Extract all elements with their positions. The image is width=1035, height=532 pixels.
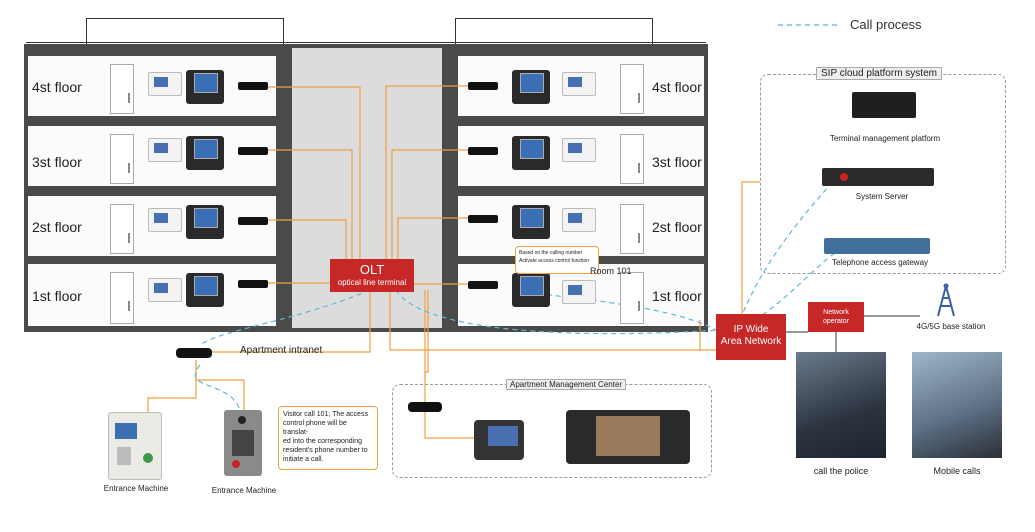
ip-phone-icon xyxy=(186,70,224,104)
floor-label-right-3: 3st floor xyxy=(652,154,702,170)
indoor-monitor-icon xyxy=(148,72,182,96)
olt-box: OLT optical line terminal xyxy=(330,259,414,292)
entrance-machine-right xyxy=(224,410,262,476)
entrance-caption-left: Entrance Machine xyxy=(103,484,169,493)
router-icon xyxy=(238,147,268,155)
entrance-keypad-icon xyxy=(117,447,131,465)
legend-call-process: Call process xyxy=(850,17,922,32)
gateway-label: Telephone access gateway xyxy=(831,258,929,267)
visitor-note-line-3: ed into the corresponding xyxy=(283,438,362,445)
intranet-label: Apartment intranet xyxy=(240,345,323,356)
router-icon xyxy=(468,147,498,155)
building-roof-left xyxy=(86,18,284,49)
entrance-screen-icon xyxy=(115,423,137,439)
base-station-icon xyxy=(934,282,958,318)
ip-phone-icon xyxy=(186,136,224,170)
camera-icon xyxy=(238,416,246,424)
system-server-label: System Server xyxy=(855,192,909,201)
router-icon xyxy=(238,82,268,90)
sip-cloud-title: SIP cloud platform system xyxy=(816,67,942,80)
router-icon xyxy=(238,217,268,225)
ip-phone-icon xyxy=(512,136,550,170)
door-icon xyxy=(620,134,644,184)
door-icon xyxy=(620,272,644,324)
door-icon xyxy=(110,134,134,184)
door-icon xyxy=(110,204,134,254)
indoor-monitor-icon xyxy=(562,208,596,232)
tooltip-line-1: Based on the calling number xyxy=(519,250,583,256)
entrance-machine-left xyxy=(108,412,162,480)
building-roof-right xyxy=(455,18,653,49)
network-operator-box: Network operator xyxy=(808,302,864,332)
tooltip-line-2: Activate access control function xyxy=(519,258,590,264)
desk-phone-icon xyxy=(474,420,524,460)
indoor-monitor-icon xyxy=(148,208,182,232)
floor-label-left-3: 3st floor xyxy=(32,154,82,170)
floor-label-left-2: 2st floor xyxy=(32,219,82,235)
operator-line-2: operator xyxy=(822,318,850,325)
router-icon xyxy=(468,281,498,289)
keypad-icon xyxy=(232,430,254,456)
router-icon xyxy=(468,215,498,223)
rack-server-icon xyxy=(822,168,934,186)
door-icon xyxy=(110,272,134,324)
router-icon xyxy=(238,280,268,288)
indoor-monitor-icon xyxy=(562,280,596,304)
ip-phone-icon xyxy=(512,205,550,239)
operator-line-1: Network xyxy=(823,309,849,316)
indoor-monitor-icon xyxy=(562,72,596,96)
door-icon xyxy=(620,204,644,254)
visitor-note-line-4: resident's phone number to xyxy=(283,447,368,454)
floor-label-left-1: 1st floor xyxy=(32,288,82,304)
building-roof-beam xyxy=(26,42,706,43)
indoor-monitor-icon xyxy=(562,138,596,162)
mobile-label: Mobile calls xyxy=(933,466,981,476)
terminal-mgmt-label: Terminal management platform xyxy=(829,134,941,143)
ip-wan-line-2: Area Network xyxy=(720,336,782,347)
server-tower-icon xyxy=(852,92,916,118)
ip-phone-icon xyxy=(186,205,224,239)
visitor-note-line-1: Visitor call 101; The access xyxy=(283,411,368,418)
mgmt-switch-icon xyxy=(408,402,442,412)
ip-phone-icon xyxy=(512,273,550,307)
police-call-center-image xyxy=(796,352,886,458)
mgmt-center-title: Apartment Management Center xyxy=(506,379,627,390)
room-101-tooltip: Based on the calling number Activate acc… xyxy=(515,246,599,274)
ip-wan-box: IP Wide Area Network xyxy=(716,314,786,360)
police-label: call the police xyxy=(813,466,869,476)
floor-label-right-4: 4st floor xyxy=(652,79,702,95)
indoor-monitor-icon xyxy=(148,278,182,302)
floor-label-right-2: 2st floor xyxy=(652,219,702,235)
ip-phone-icon xyxy=(512,70,550,104)
room-101-label: Room 101 xyxy=(590,266,632,276)
entrance-call-button-icon xyxy=(143,453,153,463)
floor-label-left-4: 4st floor xyxy=(32,79,82,95)
base-station-label: 4G/5G base station xyxy=(916,322,986,331)
gateway-switch-icon xyxy=(824,238,930,254)
door-icon xyxy=(110,64,134,114)
mobile-call-image xyxy=(912,352,1002,458)
door-icon xyxy=(620,64,644,114)
visitor-note-line-2: control phone will be translat- xyxy=(283,420,347,436)
floor-label-right-1: 1st floor xyxy=(652,288,702,304)
router-icon xyxy=(468,82,498,90)
ip-wan-line-1: IP Wide xyxy=(733,324,769,335)
call-button-icon xyxy=(232,460,240,468)
olt-title: OLT xyxy=(359,262,385,277)
dispatch-console-icon xyxy=(566,410,690,464)
entrance-caption-right: Entrance Machine xyxy=(211,486,277,495)
visitor-note-line-5: initiate a call. xyxy=(283,456,324,463)
visitor-note: Visitor call 101; The access control pho… xyxy=(278,406,378,470)
olt-subtitle: optical line terminal xyxy=(337,278,407,287)
intranet-switch-icon xyxy=(176,348,212,358)
ip-phone-icon xyxy=(186,273,224,307)
indoor-monitor-icon xyxy=(148,138,182,162)
